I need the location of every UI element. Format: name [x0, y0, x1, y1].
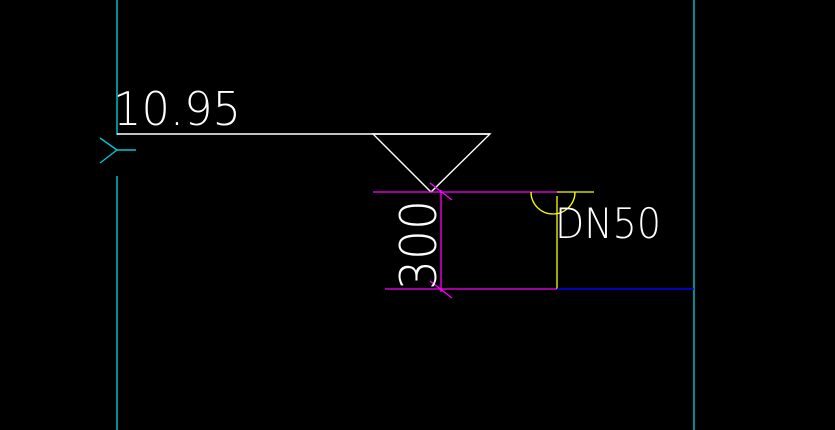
- dimension-label: 300: [390, 200, 448, 290]
- dimension-lines: [373, 182, 557, 299]
- elevation-triangle-icon: [371, 133, 492, 193]
- elevation-label: 10.95: [113, 82, 241, 136]
- pipe-arc-icon: [530, 191, 576, 215]
- axis-arrow-icon: [99, 137, 136, 164]
- pipe-label: DN50: [555, 199, 661, 248]
